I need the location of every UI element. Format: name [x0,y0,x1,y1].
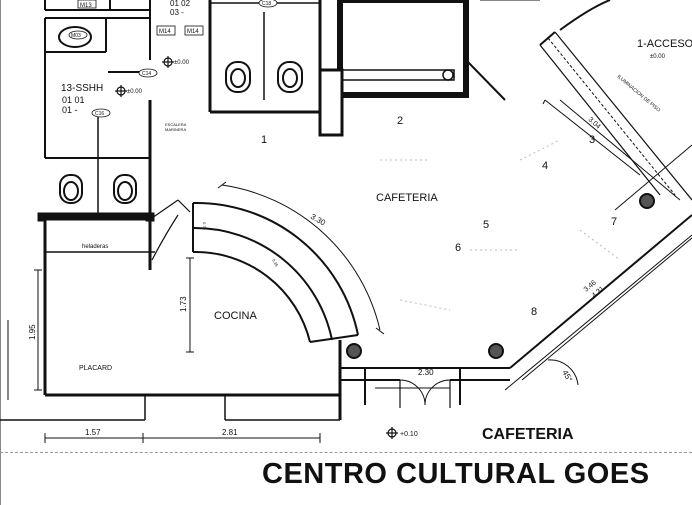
room-label-placard: PLACARD [79,365,112,372]
sshh-code-2: 01 - [62,105,78,115]
area-number-8: 8 [531,306,537,318]
drawing-title: CENTRO CULTURAL GOES [262,458,650,490]
dim-label-230: 2.30 [418,368,434,377]
tag-c14: C14 [142,71,151,77]
area-number-4: 4 [542,160,548,172]
tag-c18a: C18 [262,1,271,7]
note-iluminacion: ILUMINACION DE PISO [616,74,662,114]
tag-m13: M13 [80,3,92,9]
toilet-fixtures-left [59,174,137,204]
angle-marker [547,359,579,386]
left-dimension-lines [0,0,42,505]
bathroom-kitchen-wall [37,212,155,222]
area-number-3: 3 [589,134,595,146]
note-escalera: ESCALERA [165,122,187,127]
bathroom-block-top [44,0,152,270]
toilet-fixtures-middle [225,12,303,100]
tag-m14a: M14 [159,29,171,35]
area-number-5: 5 [483,219,489,231]
room-label-cafeteria: CAFETERIA [376,192,438,204]
area-number-1: 1 [261,134,267,146]
columns [346,193,655,359]
dim-label-035: 0.35 [271,258,280,268]
level-markers [115,56,398,439]
entry-diagonal-walls [465,0,692,211]
area-number-7: 7 [611,216,617,228]
dim-346-431 [504,234,692,391]
kitchen-walls [0,220,342,421]
room-label-sshh: 13-SSHH [61,83,103,94]
core-block [318,0,469,137]
area-number-6: 6 [455,242,461,254]
facade-bottom [340,367,510,408]
room-label-heladeras: heladeras [82,244,108,250]
bottom-dimension-line [44,433,321,443]
dim-label-281: 2.81 [222,428,238,437]
section-label-cafeteria: CAFETERIA [482,426,574,443]
level-label-1: ±0.00 [127,89,143,95]
dim-label-070: 0.70 [202,222,207,231]
sshh-code-1: 01 01 [62,95,85,105]
note-marinera: MARINERA [165,127,186,132]
tag-c16: C16 [95,111,104,117]
area-numbers: 1 2 3 4 5 6 7 8 [261,115,617,318]
dim-label-173: 1.73 [179,296,188,312]
seating-area-dots [380,139,621,311]
door-tags: M13 M03 M14 M14 C18 C16 C14 [68,0,278,118]
dim-304 [542,99,641,176]
level-label-2: ±0.00 [174,60,190,66]
dim-label-195: 1.95 [28,324,37,340]
facade-diagonal [509,99,692,381]
top-code-2: 03 - [170,8,184,17]
room-label-cocina: COCINA [214,310,257,322]
top-code-1: 01 02 [170,0,191,8]
curved-counter [192,181,385,343]
area-number-2: 2 [397,115,403,127]
level-label-4: +0.10 [400,431,418,438]
dim-label-157: 1.57 [85,428,101,437]
level-label-3: ±0.00 [650,54,666,60]
title-divider-line [0,452,692,453]
room-label-acceso: 1-ACCESO [637,38,692,50]
kitchen-door [151,199,191,261]
tag-m14b: M14 [187,29,199,35]
dim-label-330: 3.30 [309,212,327,228]
tag-m03: M03 [71,33,81,39]
counter-dimension [186,257,194,353]
